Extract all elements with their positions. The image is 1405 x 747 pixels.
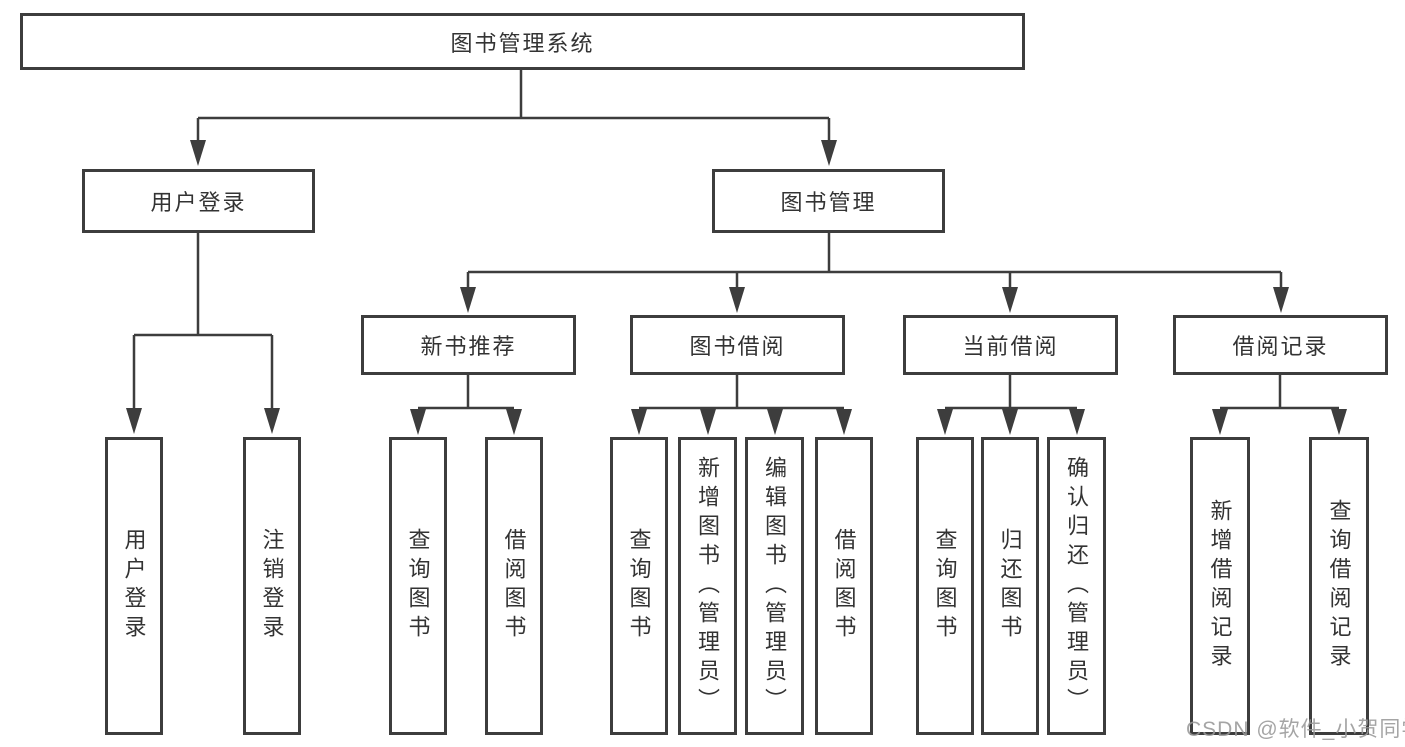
leaf-bb-borrow-book-label: 借阅图书	[831, 528, 857, 644]
leaf-rec-query-book: 查询图书	[389, 437, 447, 735]
leaf-bb-edit-book-admin-label: 编辑图书（管理员）	[762, 455, 788, 717]
node-book-borrow: 图书借阅	[630, 315, 845, 375]
leaf-cb-return-book-label: 归还图书	[997, 528, 1023, 644]
leaf-cb-query-book-label: 查询图书	[932, 528, 958, 644]
arrowheads	[126, 140, 1347, 435]
leaf-bb-add-book-admin: 新增图书（管理员）	[678, 437, 737, 735]
leaf-rec-query-book-label: 查询图书	[405, 528, 431, 644]
leaf-record-query-label: 查询借阅记录	[1326, 499, 1352, 673]
node-new-book-recommend: 新书推荐	[361, 315, 576, 375]
leaf-rec-borrow-book-label: 借阅图书	[501, 528, 527, 644]
leaf-bb-query-book: 查询图书	[610, 437, 668, 735]
leaf-cb-query-book: 查询图书	[916, 437, 974, 735]
leaf-user-login-label: 用户登录	[121, 528, 147, 644]
leaf-bb-add-book-admin-label: 新增图书（管理员）	[695, 455, 721, 717]
leaf-cb-confirm-return-admin: 确认归还（管理员）	[1047, 437, 1106, 735]
node-book-management: 图书管理	[712, 169, 945, 233]
node-current-borrow: 当前借阅	[903, 315, 1118, 375]
node-borrow-record: 借阅记录	[1173, 315, 1388, 375]
node-user-login: 用户登录	[82, 169, 315, 233]
leaf-bb-borrow-book: 借阅图书	[815, 437, 873, 735]
leaf-logout-label: 注销登录	[259, 528, 285, 644]
leaf-record-query: 查询借阅记录	[1309, 437, 1369, 735]
leaf-record-add: 新增借阅记录	[1190, 437, 1250, 735]
leaf-cb-return-book: 归还图书	[981, 437, 1039, 735]
leaf-record-add-label: 新增借阅记录	[1207, 499, 1233, 673]
leaf-cb-confirm-return-admin-label: 确认归还（管理员）	[1064, 455, 1090, 717]
leaf-bb-edit-book-admin: 编辑图书（管理员）	[745, 437, 804, 735]
leaf-user-login: 用户登录	[105, 437, 163, 735]
leaf-logout: 注销登录	[243, 437, 301, 735]
node-root: 图书管理系统	[20, 13, 1025, 70]
leaf-rec-borrow-book: 借阅图书	[485, 437, 543, 735]
leaf-bb-query-book-label: 查询图书	[626, 528, 652, 644]
csdn-watermark: CSDN @软件_小贺同学	[1186, 718, 1405, 741]
